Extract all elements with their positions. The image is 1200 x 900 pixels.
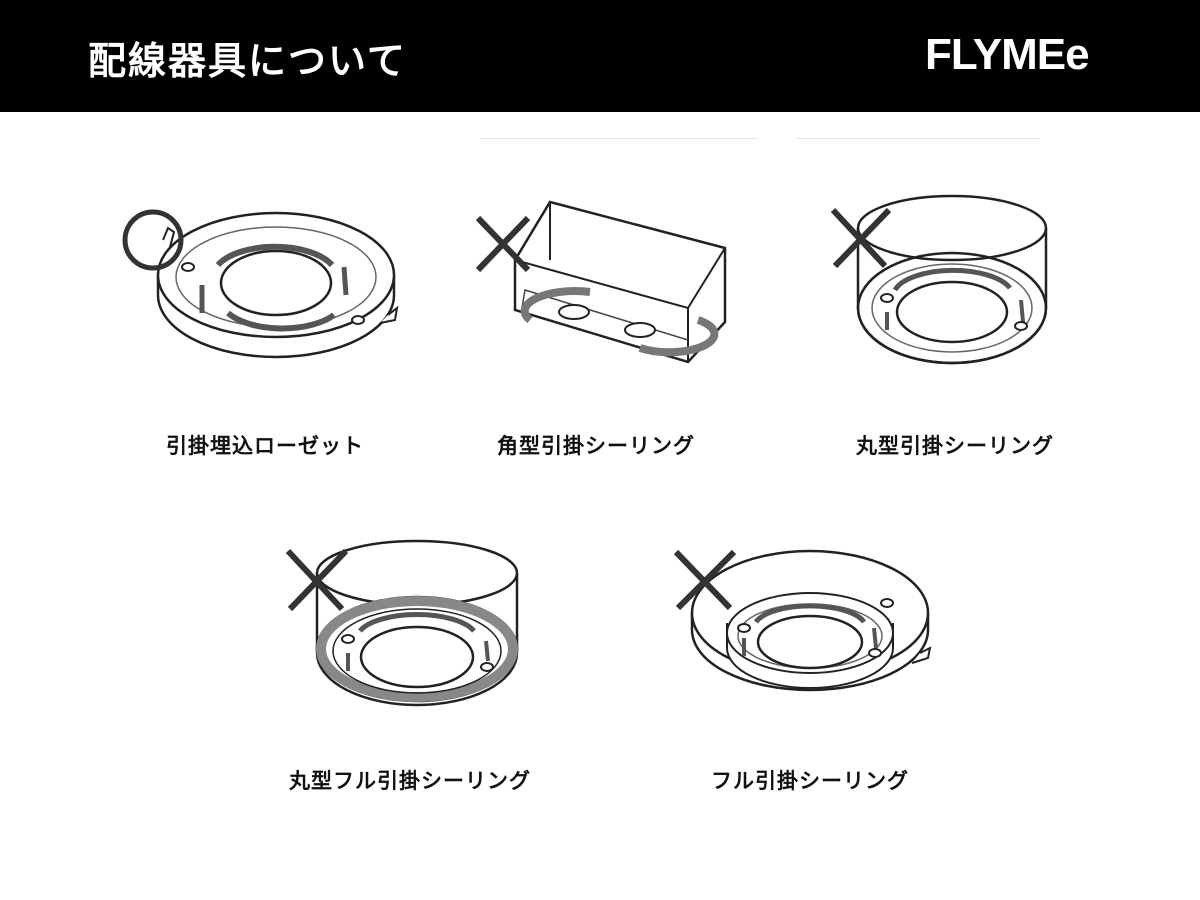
fixture-embedded-rosette (110, 195, 420, 375)
divider (796, 138, 1040, 139)
full-ceiling-illustration (673, 549, 932, 692)
cross-ng-icon (673, 549, 737, 611)
fixture-round-ceiling (825, 190, 1055, 370)
cross-ng-icon (475, 215, 531, 273)
brand-logo: FLYMEe (925, 30, 1090, 79)
circle-ok-icon (122, 209, 184, 271)
round-full-ceiling-illustration (285, 539, 519, 707)
square-ceiling-illustration (475, 200, 727, 364)
fixture-label: フル引掛シーリング (711, 769, 909, 793)
fixture-round-full-ceiling (282, 533, 522, 713)
fixture-full-ceiling (672, 538, 937, 713)
round-ceiling-illustration (830, 194, 1048, 365)
cross-ng-icon (285, 548, 349, 612)
embedded-rosette-illustration (122, 209, 399, 359)
page-title: 配線器具について (88, 39, 407, 83)
fixture-label: 引掛埋込ローゼット (166, 434, 364, 458)
cross-ng-icon (830, 207, 892, 269)
divider (480, 138, 758, 139)
fixture-label: 角型引掛シーリング (497, 434, 695, 458)
fixture-square-ceiling (470, 190, 740, 370)
header-bar: 配線器具について FLYMEe (0, 0, 1200, 112)
fixture-label: 丸型引掛シーリング (856, 434, 1054, 458)
fixture-label: 丸型フル引掛シーリング (289, 769, 531, 793)
